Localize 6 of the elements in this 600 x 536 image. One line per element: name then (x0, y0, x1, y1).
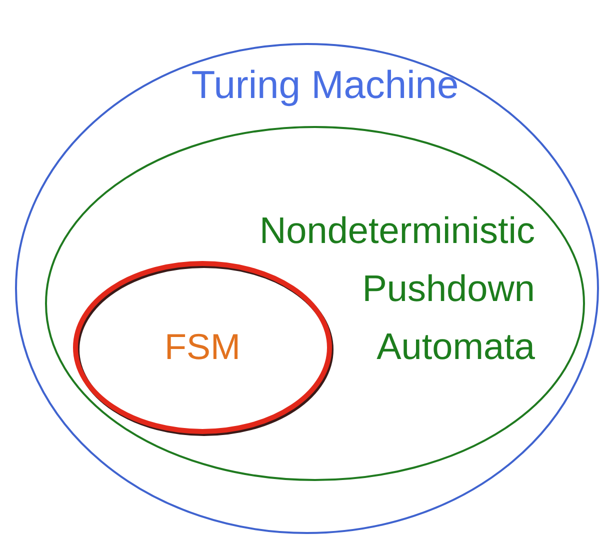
set-label: Nondeterministic Pushdown Automata (258, 209, 535, 369)
set-ellipse (73, 261, 332, 434)
set-ellipse (45, 126, 585, 481)
set-label: Turing Machine (190, 63, 460, 109)
set-ellipse (15, 43, 599, 534)
set-label: FSM (164, 325, 242, 369)
